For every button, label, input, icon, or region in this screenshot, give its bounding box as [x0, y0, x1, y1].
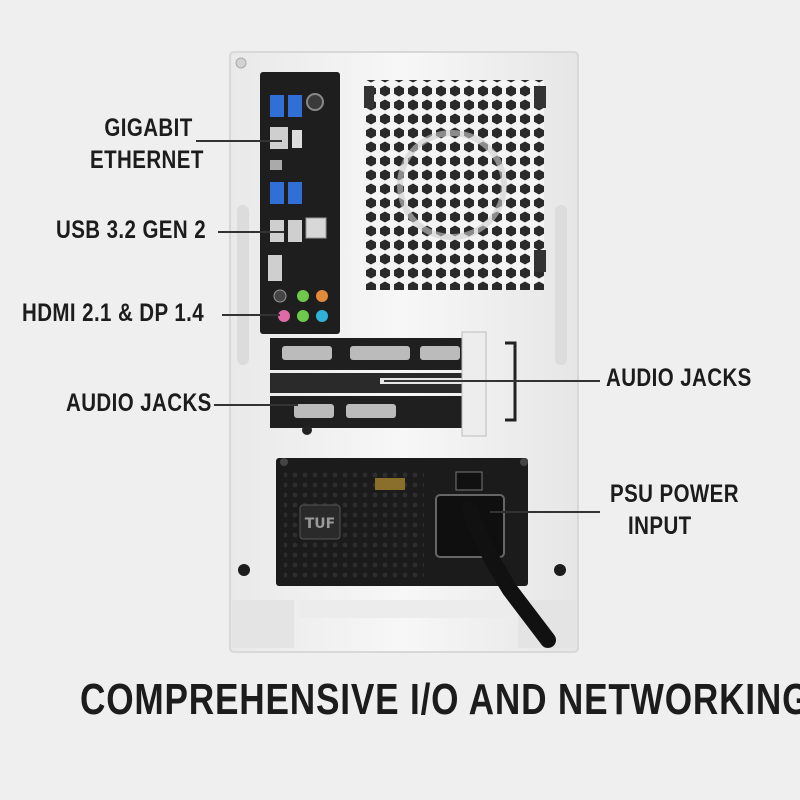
label-gigabit-ethernet: GIGABIT ETHERNET	[90, 114, 204, 174]
label-audio-jacks-right: AUDIO JACKS	[606, 364, 752, 392]
label-psu-power-input: PSU POWER INPUT	[610, 480, 739, 540]
callout-line-audio-left	[214, 404, 298, 406]
usb-port-icon	[270, 95, 284, 117]
callout-line-psu	[490, 511, 600, 513]
label-hdmi-dp: HDMI 2.1 & DP 1.4	[22, 299, 205, 327]
fan-grill-icon	[362, 80, 544, 290]
label-audio-jacks-left: AUDIO JACKS	[66, 389, 212, 417]
svg-text:TUF: TUF	[305, 516, 335, 532]
power-cable	[462, 502, 556, 648]
callout-line-audio-right	[384, 380, 600, 382]
callout-line-ethernet	[196, 140, 282, 142]
label-usb-3-2-gen-2: USB 3.2 GEN 2	[56, 216, 207, 244]
hdmi-port-icon	[268, 255, 282, 281]
audio-jack-icon	[297, 290, 309, 302]
callout-line-hdmi	[222, 314, 280, 316]
callout-line-usb	[218, 231, 284, 233]
ethernet-port-icon	[270, 127, 288, 149]
page-title: COMPREHENSIVE I/O AND NETWORKING	[80, 675, 800, 724]
